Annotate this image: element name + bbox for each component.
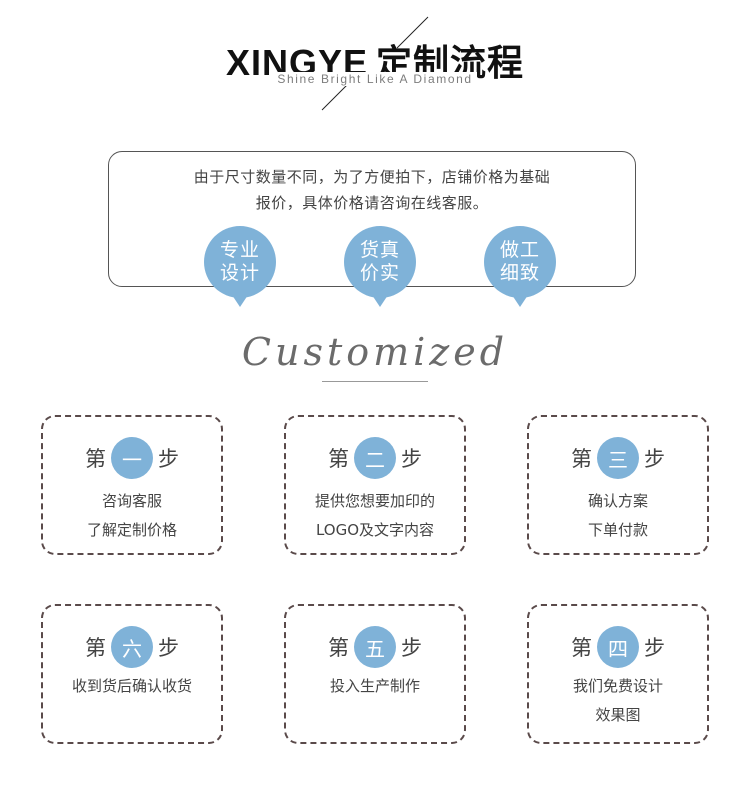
step-heading: 第 五 步	[286, 626, 464, 668]
step-heading: 第 二 步	[286, 437, 464, 479]
step-line: 投入生产制作	[329, 677, 420, 695]
badge-line: 做工	[499, 239, 540, 261]
step-line: 我们免费设计	[572, 677, 663, 695]
step-word-left: 第	[328, 636, 349, 660]
step-number-badge: 六	[111, 626, 153, 668]
step-word-right: 步	[644, 447, 665, 471]
step-number-badge: 五	[354, 626, 396, 668]
step-word-right: 步	[401, 447, 422, 471]
step-heading: 第 一 步	[43, 437, 221, 479]
step-card-2: 第 二 步 提供您想要加印的 LOGO及文字内容	[284, 415, 466, 555]
step-word-left: 第	[328, 447, 349, 471]
step-line: 提供您想要加印的	[314, 492, 435, 510]
intro-line-1: 由于尺寸数量不同，为了方便拍下，店铺价格为基础	[193, 168, 551, 186]
header-decoration	[321, 16, 429, 111]
step-word-right: 步	[401, 636, 422, 660]
badge-fine-workmanship: 做工 细致	[484, 226, 556, 316]
badge-professional-design: 专业 设计	[204, 226, 276, 316]
step-description: 收到货后确认收货	[43, 672, 221, 701]
intro-text: 由于尺寸数量不同，为了方便拍下，店铺价格为基础 报价，具体价格请咨询在线客服。	[108, 164, 636, 216]
step-description: 提供您想要加印的 LOGO及文字内容	[286, 487, 464, 545]
step-description: 我们免费设计 效果图	[529, 672, 707, 730]
badge-line: 价实	[359, 262, 400, 284]
step-word-left: 第	[571, 447, 592, 471]
step-line: 下单付款	[587, 521, 648, 539]
step-description: 投入生产制作	[286, 672, 464, 701]
step-word-right: 步	[644, 636, 665, 660]
step-heading: 第 四 步	[529, 626, 707, 668]
step-number-badge: 四	[597, 626, 639, 668]
step-description: 确认方案 下单付款	[529, 487, 707, 545]
step-card-5: 第 五 步 投入生产制作	[284, 604, 466, 744]
step-card-1: 第 一 步 咨询客服 了解定制价格	[41, 415, 223, 555]
step-word-right: 步	[158, 447, 179, 471]
step-heading: 第 三 步	[529, 437, 707, 479]
step-line: 收到货后确认收货	[71, 677, 192, 695]
step-word-right: 步	[158, 636, 179, 660]
badge-line: 专业	[219, 239, 260, 261]
badge-line: 细致	[499, 262, 540, 284]
badge-line: 货真	[359, 239, 400, 261]
step-word-left: 第	[85, 447, 106, 471]
step-number-badge: 三	[597, 437, 639, 479]
tagline-text: Shine Bright Like A Diamond	[273, 72, 477, 86]
step-word-left: 第	[571, 636, 592, 660]
step-line: 确认方案	[587, 492, 648, 510]
step-word-left: 第	[85, 636, 106, 660]
step-line: 咨询客服	[101, 492, 162, 510]
step-card-3: 第 三 步 确认方案 下单付款	[527, 415, 709, 555]
step-description: 咨询客服 了解定制价格	[43, 487, 221, 545]
intro-line-2: 报价，具体价格请咨询在线客服。	[255, 194, 489, 212]
step-line: LOGO及文字内容	[315, 521, 435, 539]
badge-line: 设计	[219, 262, 260, 284]
step-heading: 第 六 步	[43, 626, 221, 668]
step-number-badge: 二	[354, 437, 396, 479]
tagline: Shine Bright Like A Diamond	[0, 72, 750, 86]
step-card-4: 第 四 步 我们免费设计 效果图	[527, 604, 709, 744]
step-line: 了解定制价格	[86, 521, 177, 539]
section-underline	[322, 381, 428, 382]
step-card-6: 第 六 步 收到货后确认收货	[41, 604, 223, 744]
step-line: 效果图	[595, 706, 641, 724]
badge-genuine-price: 货真 价实	[344, 226, 416, 316]
section-title: Customized	[241, 330, 509, 374]
step-number-badge: 一	[111, 437, 153, 479]
